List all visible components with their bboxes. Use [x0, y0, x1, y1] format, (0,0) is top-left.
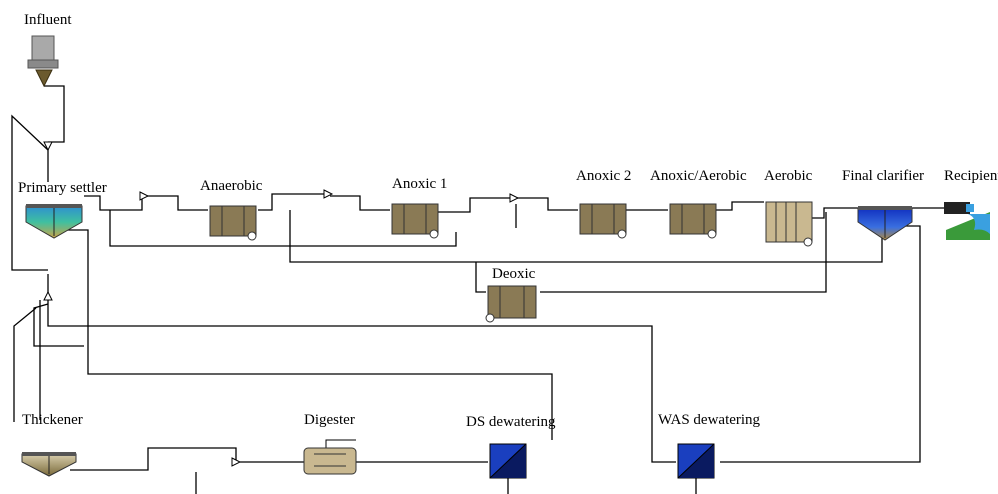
pipe-network: [11, 85, 944, 494]
reactor-tank-icon[interactable]: [209, 205, 257, 241]
thickener-icon[interactable]: [21, 452, 77, 477]
aerobic-label: Aerobic: [764, 168, 813, 184]
digester-label: Digester: [304, 412, 355, 428]
reactor-tank-icon[interactable]: [669, 203, 717, 239]
deoxic-label: Deoxic: [492, 266, 536, 282]
anoxic-2-label: Anoxic 2: [576, 168, 631, 184]
reactor-tank-icon[interactable]: [579, 203, 627, 239]
final-clarifier-label: Final clarifier: [842, 168, 924, 184]
recipient-label: Recipient: [944, 168, 998, 184]
anoxic-aerobic-label: Anoxic/Aerobic: [650, 168, 747, 184]
digester-icon[interactable]: [303, 439, 357, 475]
dewatering-unit-icon[interactable]: [489, 443, 527, 479]
aeration-tank-icon[interactable]: [765, 201, 813, 247]
dewatering-unit-icon[interactable]: [677, 443, 715, 479]
reactor-tank-icon[interactable]: [391, 203, 439, 239]
influent-pump-icon[interactable]: [27, 35, 59, 88]
thickener-label: Thickener: [22, 412, 83, 428]
ds-dewatering-label: DS dewatering: [466, 414, 556, 430]
river-outlet-icon[interactable]: [944, 202, 990, 240]
clarifier-icon[interactable]: [857, 206, 913, 241]
reactor-tank-icon[interactable]: [485, 285, 537, 323]
anaerobic-label: Anaerobic: [200, 178, 263, 194]
influent-label: Influent: [24, 12, 72, 28]
was-dewatering-label: WAS dewatering: [658, 412, 761, 428]
anoxic-1-label: Anoxic 1: [392, 176, 447, 192]
primary-settler-label: Primary settler: [18, 180, 107, 196]
settler-icon[interactable]: [25, 204, 83, 239]
